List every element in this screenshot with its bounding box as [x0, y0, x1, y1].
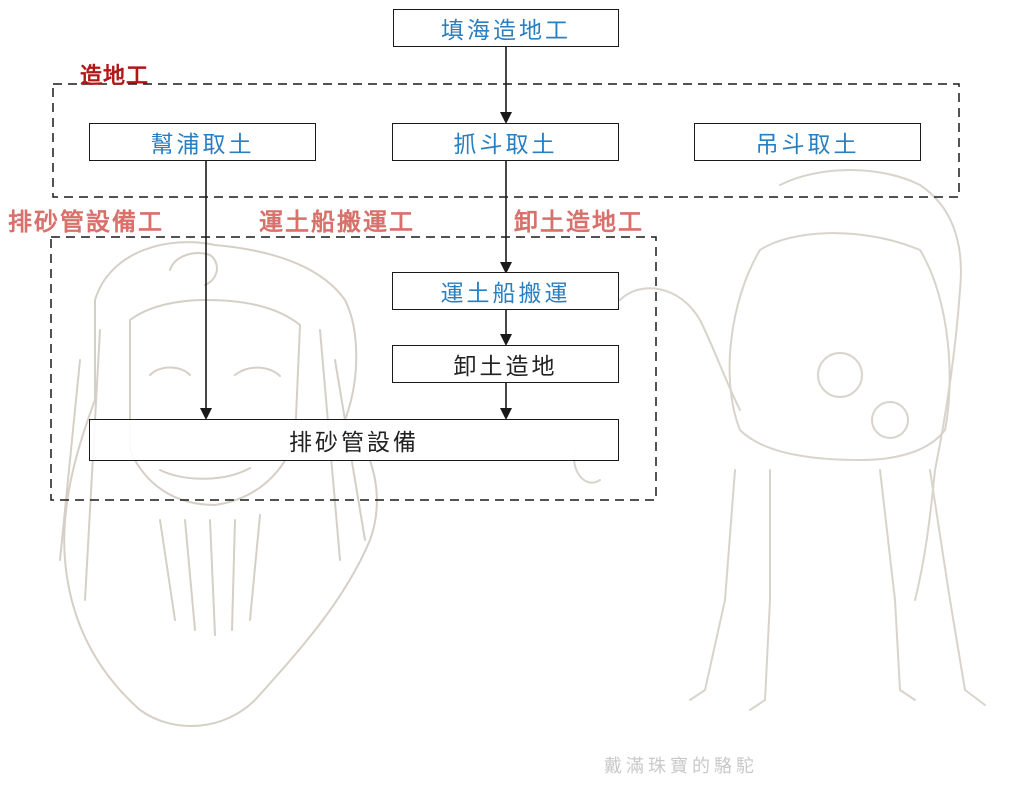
box-unload-reclamation: 卸土造地 [392, 345, 619, 383]
camel-sketch [573, 169, 986, 711]
label-earthwork-group: 造地工 [80, 63, 150, 89]
label-barge-transport-work: 運土船搬運工 [259, 207, 415, 236]
group-frame-transport [50, 236, 657, 501]
box-grab-excavation: 抓斗取土 [392, 123, 619, 161]
label-sand-pipe-work: 排砂管設備工 [8, 207, 164, 236]
box-crane-bucket-excavation: 吊斗取土 [694, 123, 921, 161]
background-caption: 戴滿珠寶的駱駝 [604, 756, 758, 777]
box-barge-transport: 運土船搬運 [392, 272, 619, 310]
box-reclamation-work: 填海造地工 [393, 9, 619, 47]
box-pump-excavation: 幫浦取土 [89, 123, 316, 161]
label-unload-reclamation-work: 卸土造地工 [514, 207, 644, 236]
box-sand-pipe-equipment: 排砂管設備 [89, 419, 619, 461]
pharaoh-mask-sketch [59, 241, 378, 727]
